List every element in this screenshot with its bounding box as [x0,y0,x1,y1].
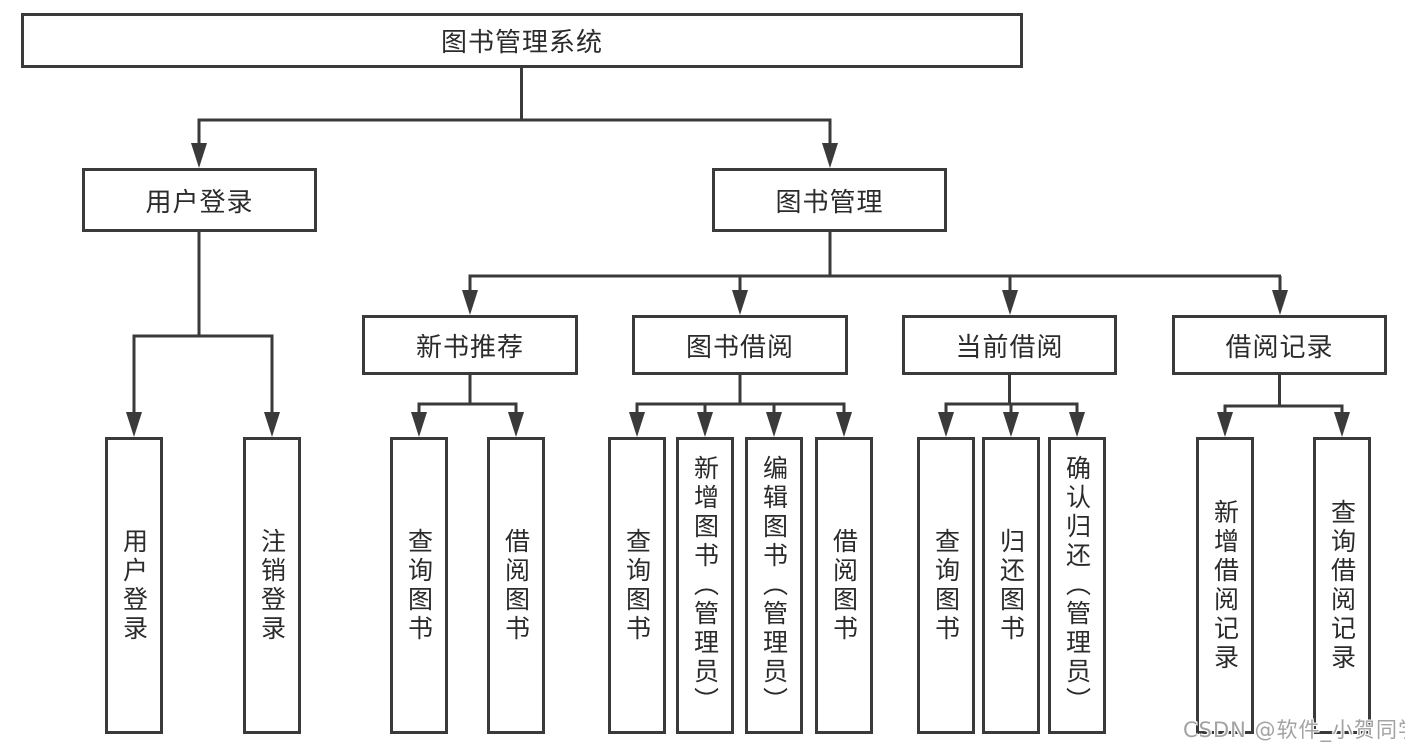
leaf-user-login: 用户登录 [105,437,163,734]
leaf-borrow-books-1: 借阅图书 [487,437,545,734]
node-label: 图书管理 [775,187,884,218]
node-new-book-recommend: 新书推荐 [362,315,578,375]
leaf-logout: 注销登录 [243,437,301,734]
node-label: 借阅记录 [1225,332,1334,363]
node-label: 确认归还（管理员） [1062,455,1092,716]
node-label: 查询图书 [622,527,652,644]
leaf-query-books-3: 查询图书 [917,437,975,734]
node-label: 查询图书 [404,527,434,644]
node-root-library-system: 图书管理系统 [21,13,1023,68]
node-label: 图书借阅 [685,332,794,363]
node-label: 归还图书 [996,527,1026,644]
node-current-borrowing: 当前借阅 [902,315,1117,375]
leaf-edit-books-admin: 编辑图书（管理员） [745,437,803,734]
node-label: 当前借阅 [955,332,1064,363]
node-label: 用户登录 [145,187,254,218]
leaf-borrow-books-2: 借阅图书 [815,437,873,734]
leaf-query-books-1: 查询图书 [390,437,448,734]
node-label: 图书管理系统 [440,28,603,58]
leaf-query-books-2: 查询图书 [608,437,666,734]
node-label: 用户登录 [119,527,149,644]
leaf-add-borrow-record: 新增借阅记录 [1196,437,1254,734]
node-label: 新增图书（管理员） [690,455,720,716]
leaf-return-books: 归还图书 [982,437,1040,734]
node-label: 借阅图书 [829,527,859,644]
node-user-login: 用户登录 [82,168,317,232]
node-book-borrowing: 图书借阅 [632,315,848,375]
node-label: 新书推荐 [415,332,524,363]
node-label: 借阅图书 [501,527,531,644]
node-label: 注销登录 [257,527,287,644]
node-label: 新增借阅记录 [1210,498,1240,673]
leaf-confirm-return-admin: 确认归还（管理员） [1048,437,1106,734]
leaf-query-borrow-record: 查询借阅记录 [1313,437,1371,734]
node-label: 查询图书 [931,527,961,644]
csdn-watermark: CSDN @软件_小贺同学 [1183,718,1405,742]
node-borrowing-records: 借阅记录 [1172,315,1387,375]
leaf-add-books-admin: 新增图书（管理员） [676,437,734,734]
node-label: 编辑图书（管理员） [759,455,789,716]
node-label: 查询借阅记录 [1327,498,1357,673]
node-book-management: 图书管理 [712,168,947,232]
